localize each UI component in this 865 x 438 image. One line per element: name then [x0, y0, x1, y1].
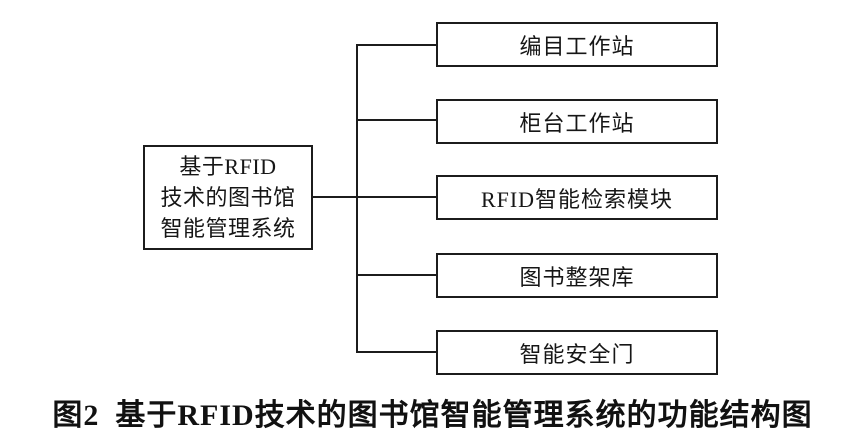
child-box-label: 编目工作站 [519, 33, 635, 59]
figure-caption: 图2 基于RFID技术的图书馆智能管理系统的功能结构图 [0, 390, 865, 434]
child-box-counter-workstation: 柜台工作站 [436, 99, 718, 144]
child-box-rfid-retrieval-module: RFID智能检索模块 [436, 175, 718, 220]
child-box-label: 柜台工作站 [519, 110, 635, 136]
child-box-label: 智能安全门 [519, 341, 635, 367]
connector-trunk [312, 196, 357, 198]
connector-branch-3 [356, 196, 437, 198]
connector-branch-2 [356, 119, 437, 121]
connector-branch-4 [356, 274, 437, 276]
root-box-rfid-library-system: 基于RFID 技术的图书馆 智能管理系统 [143, 145, 313, 250]
child-box-cataloging-workstation: 编目工作站 [436, 22, 718, 67]
figure-caption-text: 基于RFID技术的图书馆智能管理系统的功能结构图 [115, 399, 813, 432]
root-box-label: 基于RFID 技术的图书馆 智能管理系统 [160, 154, 296, 241]
connector-branch-5 [356, 351, 437, 353]
child-box-label: RFID智能检索模块 [480, 186, 674, 212]
connector-branch-1 [356, 44, 437, 46]
figure-number: 图2 [52, 399, 100, 432]
child-box-smart-security-gate: 智能安全门 [436, 330, 718, 375]
child-box-label: 图书整架库 [519, 264, 635, 290]
connector-spine [356, 44, 358, 353]
child-box-book-shelving-store: 图书整架库 [436, 253, 718, 298]
